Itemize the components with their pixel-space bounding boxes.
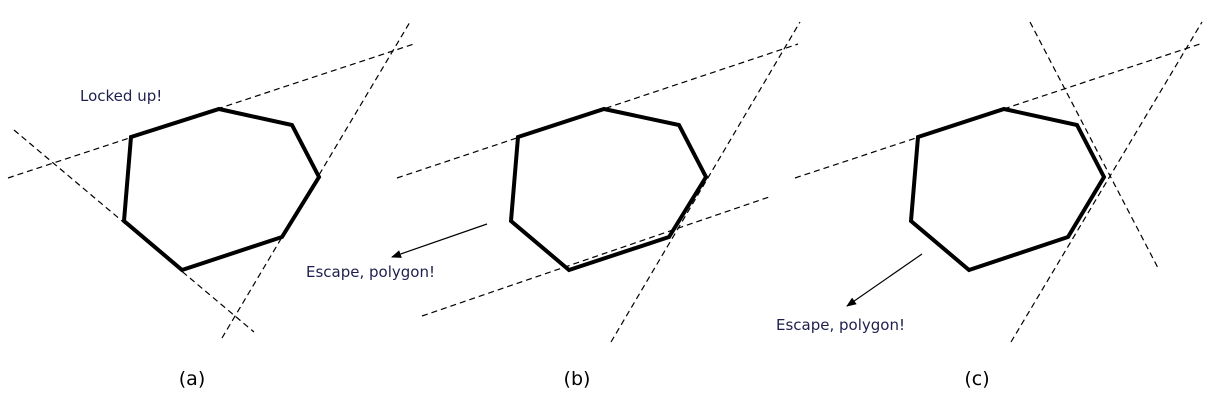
- panel-c-note: Escape, polygon!: [776, 316, 905, 334]
- panel-c: Escape, polygon! (c): [776, 21, 1203, 390]
- panel-a: Locked up! (a): [7, 21, 415, 390]
- panel-b-note: Escape, polygon!: [306, 263, 435, 281]
- panel-c-caption: (c): [964, 368, 989, 390]
- panel-c-polygon: [908, 106, 1107, 273]
- panel-b-support-line-right: [610, 21, 801, 343]
- panel-c-support-line-right: [1010, 21, 1203, 343]
- panel-b-polygon: [508, 106, 709, 273]
- panel-a-caption: (a): [179, 368, 205, 390]
- panel-c-support-line-cross: [1029, 21, 1159, 269]
- panel-b-support-line-bottom: [421, 195, 773, 317]
- panel-a-support-line-left: [13, 129, 255, 333]
- panel-a-polygon: [121, 106, 322, 273]
- panel-b: Escape, polygon! (b): [306, 21, 801, 390]
- panel-c-escape-arrow: [846, 253, 923, 307]
- panel-a-note: Locked up!: [80, 87, 162, 105]
- panel-b-escape-arrow: [391, 223, 488, 258]
- panel-b-caption: (b): [564, 368, 591, 390]
